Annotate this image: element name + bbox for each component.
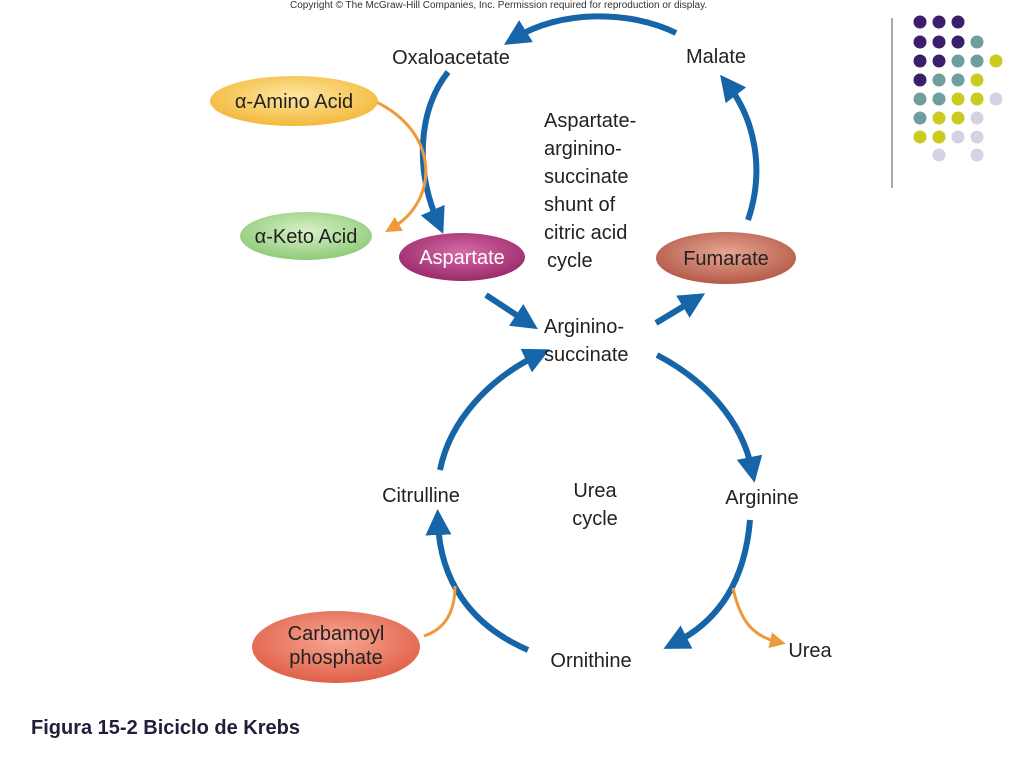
copyright-notice: Copyright © The McGraw-Hill Companies, I… bbox=[290, 0, 708, 11]
aspartate-label: Aspartate bbox=[419, 247, 505, 269]
shunt-cycle-label: Aspartate- arginino- succinate shunt of … bbox=[544, 110, 636, 272]
citrulline-label: Citrulline bbox=[382, 485, 460, 507]
decor-dot-grid bbox=[913, 15, 1003, 162]
arrow-arginine-to-ornithine bbox=[663, 519, 753, 649]
urea-cycle-line-1: Urea bbox=[573, 480, 617, 502]
keto-acid-label: α-Keto Acid bbox=[255, 226, 358, 248]
carbamoyl-label-line1: Carbamoyl bbox=[288, 623, 385, 645]
decor-dots bbox=[913, 15, 1003, 162]
arrow-argininosuccinate-to-fumarate bbox=[654, 293, 706, 326]
arrow-carbamoyl-in bbox=[423, 585, 457, 638]
arrow-oxaloacetate-to-aspartate bbox=[419, 70, 451, 234]
fumarate-oval: Fumarate bbox=[656, 232, 796, 284]
arrow-citrulline-to-argininosuccinate bbox=[437, 348, 550, 471]
arrow-to-urea bbox=[731, 587, 786, 648]
arrow-amino-to-keto bbox=[371, 98, 428, 233]
shunt-line-2: arginino- bbox=[544, 138, 622, 160]
amino-acid-label: α-Amino Acid bbox=[235, 91, 353, 113]
arrow-fumarate-to-malate bbox=[720, 74, 760, 221]
shunt-line-4: shunt of bbox=[544, 194, 616, 216]
keto-acid-oval: α-Keto Acid bbox=[240, 212, 372, 260]
aspartate-oval: Aspartate bbox=[399, 233, 525, 281]
argininosuccinate-label-line2: succinate bbox=[544, 344, 629, 366]
argininosuccinate-label-line1: Arginino- bbox=[544, 316, 624, 338]
carbamoyl-phosphate-oval: Carbamoyl phosphate bbox=[252, 611, 420, 683]
arrow-argininosuccinate-to-arginine bbox=[655, 352, 763, 483]
shunt-line-1: Aspartate- bbox=[544, 110, 636, 132]
urea-label: Urea bbox=[788, 640, 832, 662]
fumarate-label: Fumarate bbox=[683, 248, 769, 270]
arrow-aspartate-to-argininosuccinate bbox=[484, 292, 538, 330]
urea-cycle-line-2: cycle bbox=[572, 508, 618, 530]
urea-cycle-label: Urea cycle bbox=[572, 480, 618, 530]
figure-caption: Figura 15-2 Biciclo de Krebs bbox=[31, 717, 300, 739]
arrow-malate-to-oxaloacetate bbox=[503, 13, 678, 45]
amino-acid-oval: α-Amino Acid bbox=[210, 76, 378, 126]
malate-label: Malate bbox=[686, 46, 746, 68]
arginine-label: Arginine bbox=[725, 487, 798, 509]
shunt-line-6: cycle bbox=[547, 250, 593, 272]
shunt-line-5: citric acid bbox=[544, 222, 627, 244]
shunt-line-3: succinate bbox=[544, 166, 629, 188]
arrow-ornithine-to-citrulline bbox=[425, 509, 530, 653]
carbamoyl-label-line2: phosphate bbox=[289, 647, 382, 669]
oxaloacetate-label: Oxaloacetate bbox=[392, 47, 510, 69]
ornithine-label: Ornithine bbox=[550, 650, 631, 672]
